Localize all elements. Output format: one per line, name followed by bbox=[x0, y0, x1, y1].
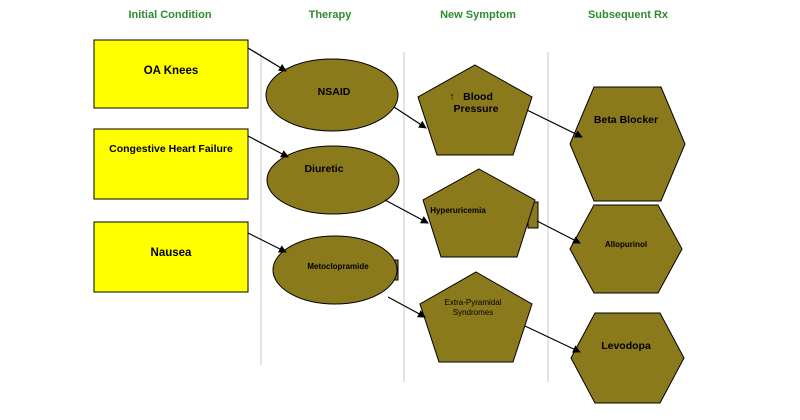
therapy-nsaid: NSAID bbox=[265, 58, 399, 132]
symptom-label: Extra-Pyramidal bbox=[445, 298, 502, 307]
symptom-label: Blood bbox=[463, 91, 493, 103]
condition-oa-knees: OA Knees bbox=[93, 39, 249, 109]
arrow-eps-to-levodopa bbox=[524, 325, 581, 353]
treatment-allopurinol: Allopurinol bbox=[569, 204, 683, 294]
symptom-label: Hyperuricemia bbox=[430, 206, 486, 215]
symptom-blood-pressure: ↑ Blood Pressure bbox=[417, 64, 533, 156]
arrow-hyperuricemia-to-allopurinol bbox=[536, 220, 581, 244]
condition-label: Nausea bbox=[151, 247, 193, 259]
header-new-symptom: New Symptom bbox=[440, 9, 516, 21]
arrow-metoclopramide-to-eps bbox=[387, 296, 426, 318]
symptom-label: Pressure bbox=[454, 103, 499, 115]
symptom-arrow-up: ↑ bbox=[449, 91, 454, 103]
symptom-label: Syndromes bbox=[453, 308, 493, 317]
arrow-nsaid-to-blood-pressure bbox=[393, 106, 427, 129]
arrow-blood-pressure-to-beta-blocker bbox=[526, 109, 583, 138]
treatment-label: Levodopa bbox=[601, 340, 651, 352]
treatment-beta-blocker: Beta Blocker bbox=[569, 86, 686, 202]
header-initial-condition: Initial Condition bbox=[128, 9, 211, 21]
header-therapy: Therapy bbox=[309, 9, 353, 21]
symptom-extra-pyramidal: Extra-Pyramidal Syndromes bbox=[419, 271, 533, 363]
condition-nausea: Nausea bbox=[93, 221, 249, 293]
condition-label: Congestive Heart Failure bbox=[109, 143, 233, 155]
therapy-label: NSAID bbox=[318, 86, 351, 98]
treatment-levodopa: Levodopa bbox=[570, 312, 685, 404]
therapy-label: Diuretic bbox=[304, 163, 343, 175]
therapy-label: Metoclopramide bbox=[307, 262, 369, 271]
arrow-chf-to-diuretic bbox=[247, 135, 289, 158]
treatment-label: Allopurinol bbox=[605, 240, 647, 249]
therapy-metoclopramide: Metoclopramide bbox=[272, 235, 399, 305]
arrow-oa-to-nsaid bbox=[247, 47, 287, 72]
arrow-nausea-to-metoclopramide bbox=[247, 232, 287, 253]
header-subsequent-rx: Subsequent Rx bbox=[588, 9, 669, 21]
arrow-diuretic-to-hyperuricemia bbox=[384, 199, 429, 224]
treatment-label: Beta Blocker bbox=[594, 114, 658, 126]
condition-congestive-heart-failure: Congestive Heart Failure bbox=[93, 128, 249, 200]
therapy-diuretic: Diuretic bbox=[266, 145, 400, 215]
condition-label: OA Knees bbox=[144, 65, 199, 77]
symptom-hyperuricemia: Hyperuricemia bbox=[422, 168, 539, 258]
